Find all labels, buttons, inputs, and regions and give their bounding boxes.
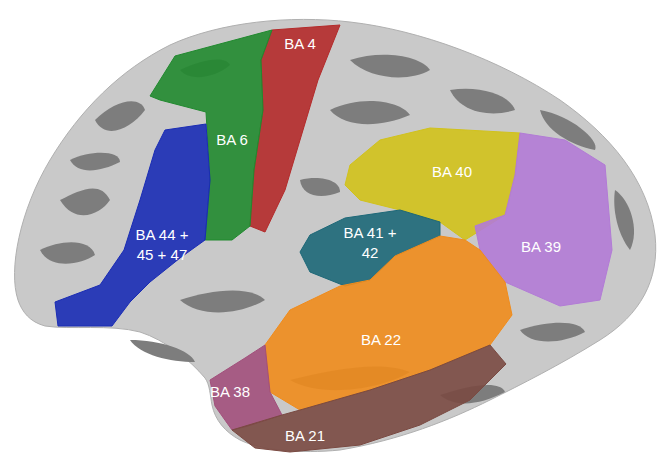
area-label: BA 22 <box>361 330 401 350</box>
area-label: BA 41 + 42 <box>338 223 402 263</box>
area-shape <box>55 124 210 326</box>
area-label: BA 39 <box>521 237 561 257</box>
area-fill <box>210 345 282 430</box>
area-label: BA 21 <box>285 426 325 446</box>
brodmann-area: BA 38 <box>210 345 282 430</box>
area-label: BA 6 <box>216 130 248 150</box>
area-shape <box>232 345 506 452</box>
area-fill <box>55 124 210 326</box>
area-label: BA 38 <box>210 382 250 402</box>
area-fill <box>250 25 340 232</box>
brodmann-area: BA 4 <box>250 25 340 232</box>
brodmann-area: BA 44 + 45 + 47 <box>55 124 210 326</box>
area-label: BA 40 <box>432 162 472 182</box>
area-label: BA 44 + 45 + 47 <box>127 225 197 265</box>
area-shape <box>250 25 340 232</box>
area-label: BA 4 <box>284 34 316 54</box>
brodmann-area: BA 21 <box>232 345 506 452</box>
brain-outline <box>15 19 656 451</box>
area-fill <box>232 345 506 452</box>
